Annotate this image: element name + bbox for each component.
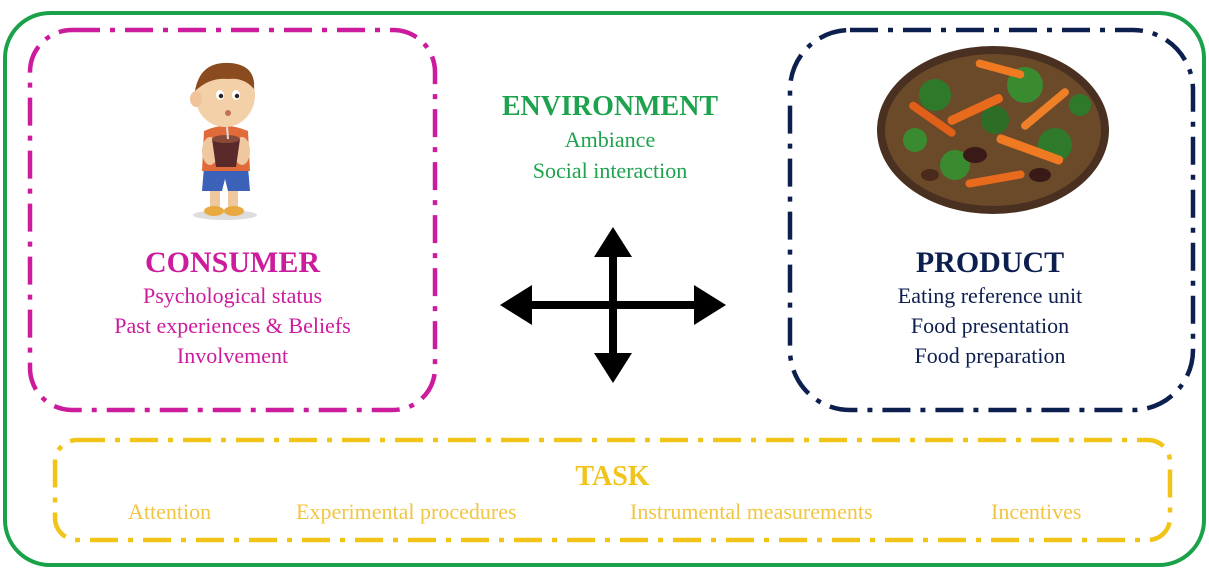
consumer-item: Past experiences & Beliefs bbox=[114, 313, 351, 338]
task-item: Incentives bbox=[991, 499, 1082, 524]
product-item: Eating reference unit bbox=[897, 283, 1083, 308]
consumer-title: CONSUMER bbox=[144, 246, 320, 279]
four-way-arrow-icon bbox=[500, 227, 726, 383]
child-drinking-icon bbox=[190, 62, 257, 220]
consumer-box bbox=[27, 27, 438, 413]
outer-border bbox=[3, 11, 1206, 567]
task-box bbox=[52, 437, 1173, 543]
product-title: PRODUCT bbox=[915, 246, 1065, 279]
consumer-item: Involvement bbox=[176, 343, 289, 368]
product-box bbox=[787, 27, 1196, 413]
task-title: TASK bbox=[575, 461, 650, 492]
product-item: Food preparation bbox=[914, 343, 1066, 368]
stir-fry-vegetables-icon bbox=[877, 46, 1109, 214]
task-item: Experimental procedures bbox=[296, 499, 517, 524]
consumer-section: CONSUMER Psychological status Past exper… bbox=[30, 245, 435, 371]
product-section: PRODUCT Eating reference unit Food prese… bbox=[790, 245, 1190, 371]
environment-item: Social interaction bbox=[532, 158, 688, 183]
environment-title: ENVIRONMENT bbox=[501, 91, 719, 122]
task-item: Instrumental measurements bbox=[630, 499, 873, 524]
consumer-item: Psychological status bbox=[142, 283, 323, 308]
product-item: Food presentation bbox=[910, 313, 1070, 338]
environment-section: ENVIRONMENT Ambiance Social interaction bbox=[440, 90, 780, 186]
task-item: Attention bbox=[128, 499, 212, 524]
environment-item: Ambiance bbox=[564, 127, 656, 152]
